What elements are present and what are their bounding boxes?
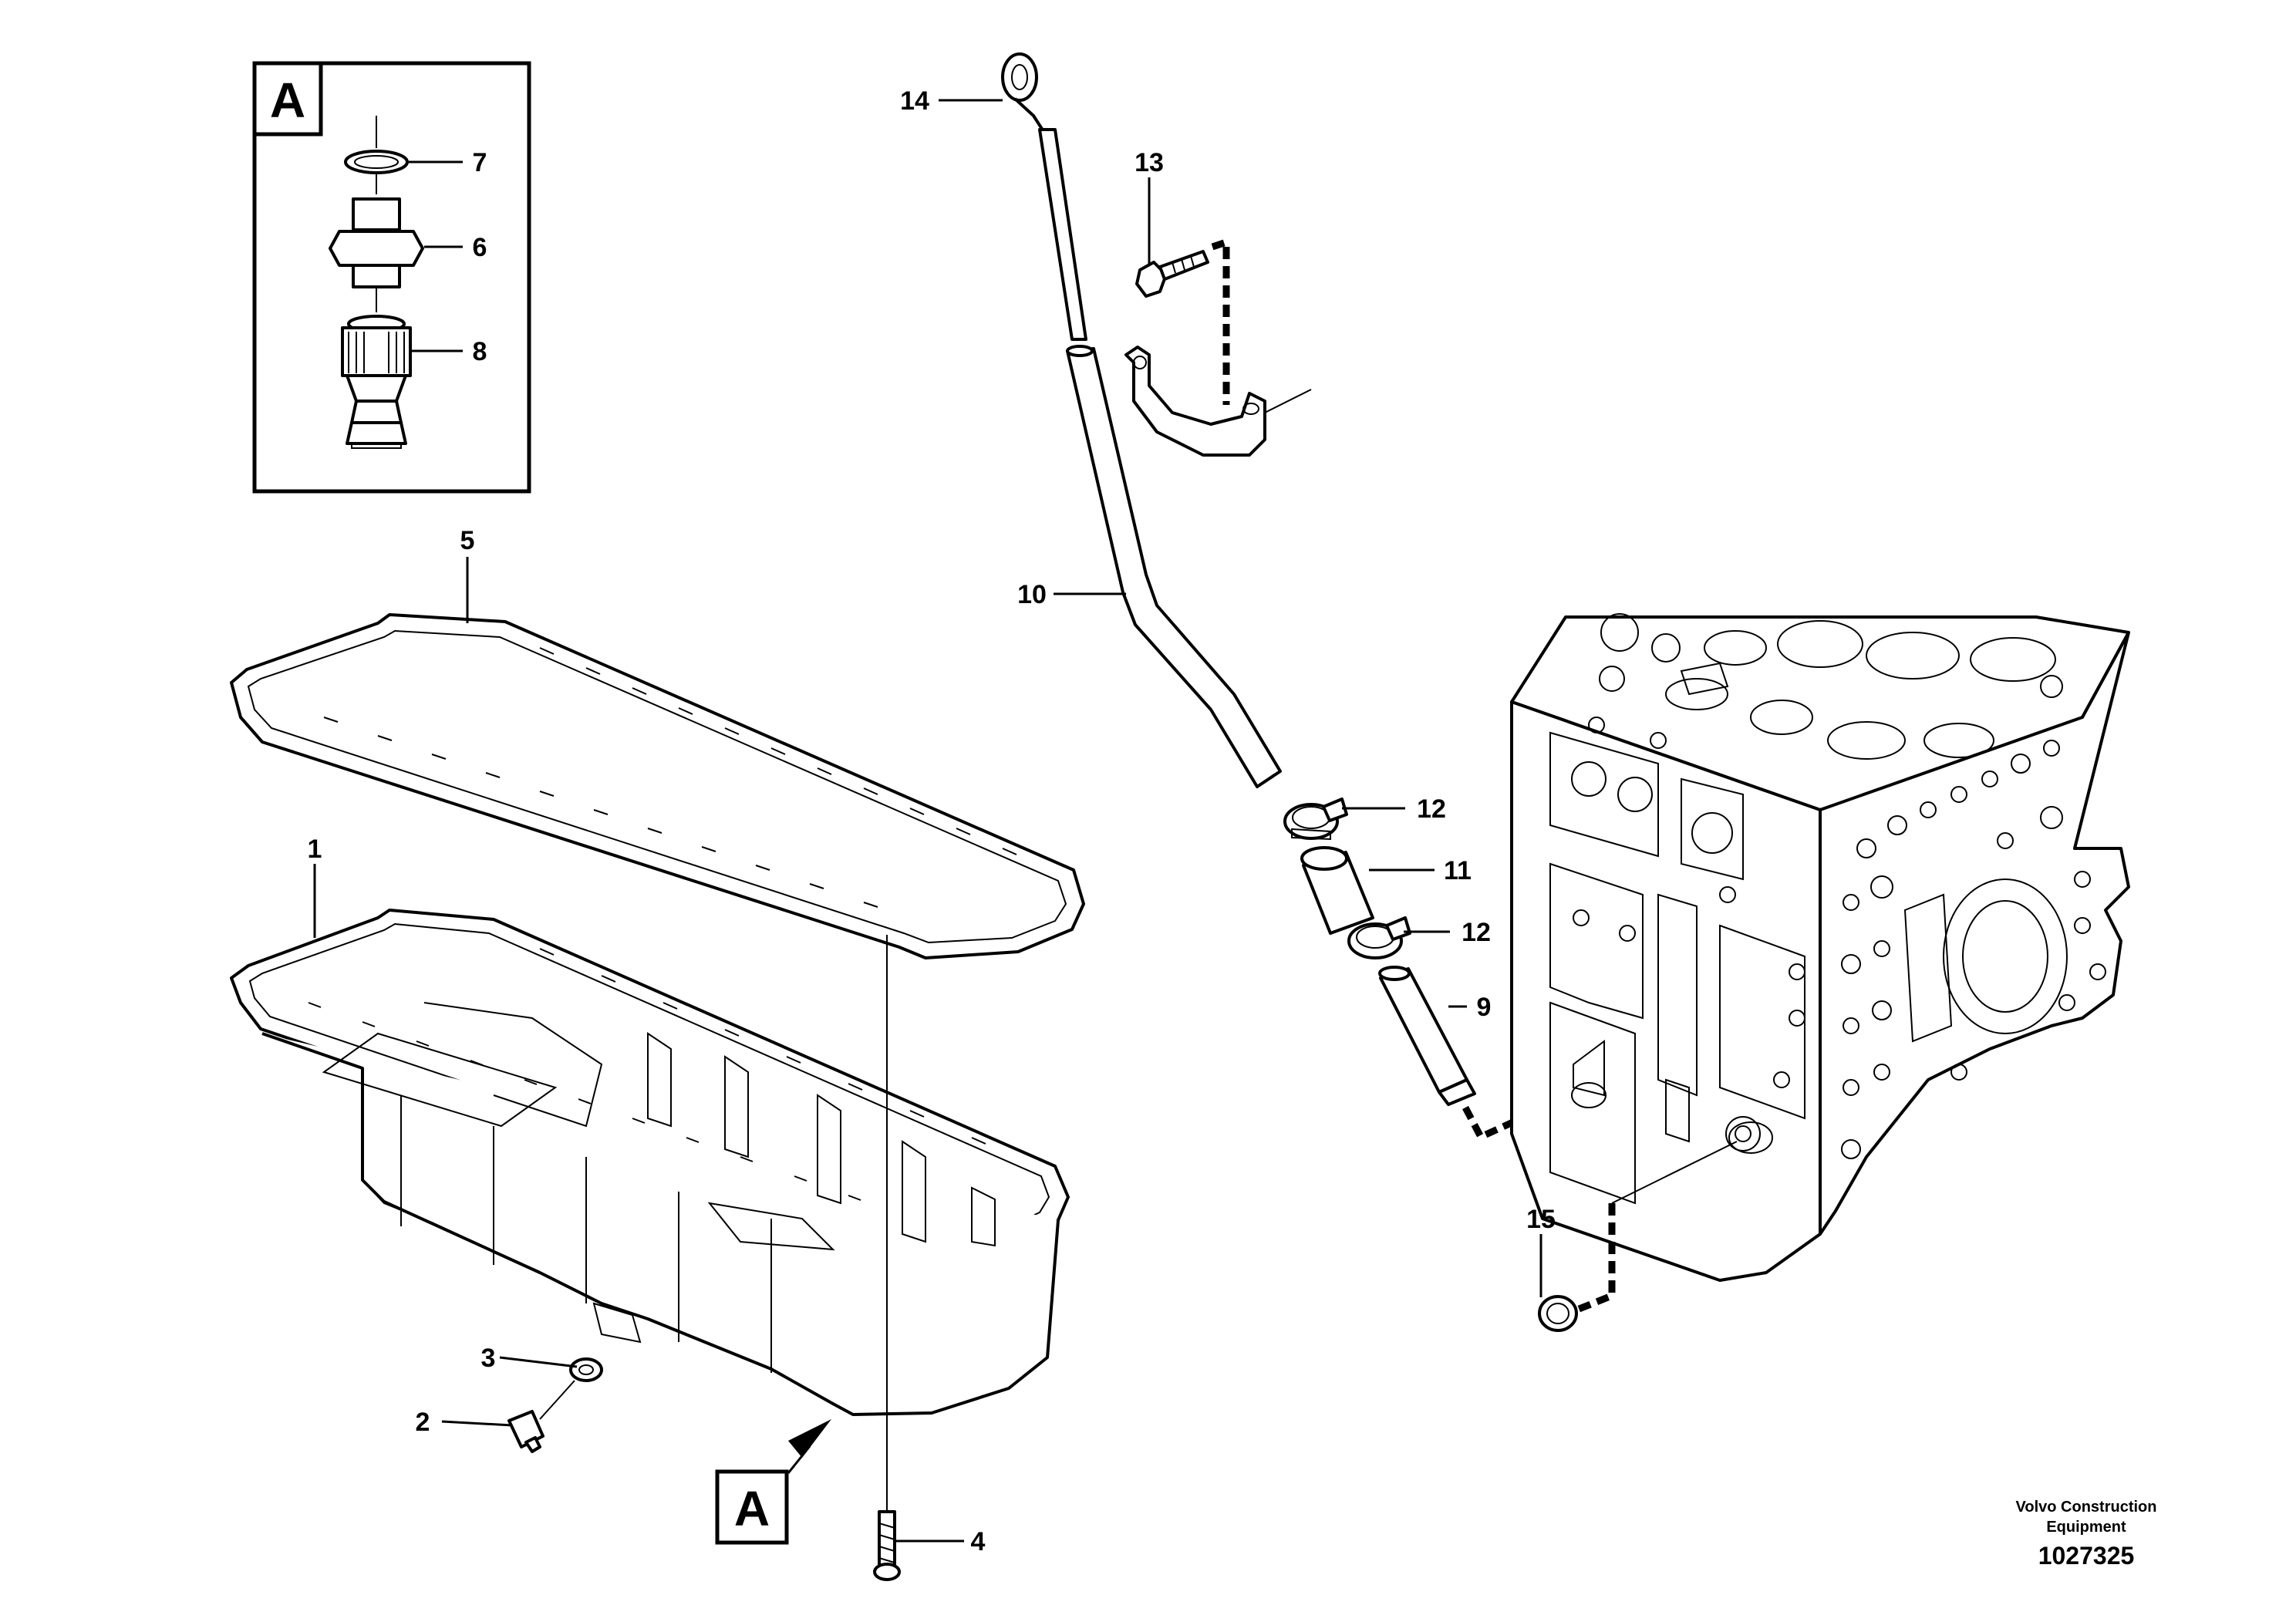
o-ring-part-7 xyxy=(344,150,409,174)
oil-pan-part-1 xyxy=(230,909,1070,1416)
callout-6: 6 xyxy=(473,233,487,262)
document-number: 1027325 xyxy=(2038,1542,2135,1570)
sealing-ring-part-15 xyxy=(1538,1295,1578,1332)
callout-14: 14 xyxy=(900,86,929,116)
callout-leaders xyxy=(313,99,1542,1543)
inset-label: A xyxy=(270,73,305,128)
oil-pan-gasket-part-5 xyxy=(230,613,1085,959)
callout-7: 7 xyxy=(473,148,487,177)
screw-part-4 xyxy=(873,1510,901,1581)
flange-bolt-part-13 xyxy=(1135,250,1209,298)
hose-clamp-part-12-upper xyxy=(1283,798,1348,841)
callout-12-lower: 12 xyxy=(1462,918,1491,947)
callout-2: 2 xyxy=(416,1408,430,1437)
callout-12-upper: 12 xyxy=(1417,794,1446,824)
credit-line-1: Volvo Construction xyxy=(2016,1499,2157,1516)
callout-3: 3 xyxy=(481,1344,496,1373)
callout-5: 5 xyxy=(460,526,475,555)
tube-part-9 xyxy=(1378,966,1476,1106)
dipstick-part-14 xyxy=(1001,52,1087,341)
sealing-washer-part-3 xyxy=(569,1357,603,1382)
callout-1: 1 xyxy=(308,835,322,864)
hose-clamp-part-12-lower xyxy=(1347,916,1411,959)
callout-9: 9 xyxy=(1477,993,1492,1022)
detail-inset-a: A xyxy=(252,61,531,494)
callout-10: 10 xyxy=(1017,580,1047,609)
callout-8: 8 xyxy=(473,337,487,366)
callout-11: 11 xyxy=(1444,856,1472,885)
dipstick-tube-part-10 xyxy=(1066,345,1282,788)
callout-4: 4 xyxy=(971,1527,986,1556)
detail-marker-a: A xyxy=(715,1419,831,1545)
marker-label: A xyxy=(734,1481,770,1536)
callout-13: 13 xyxy=(1135,148,1164,177)
adapter-nipple-part-6 xyxy=(329,197,424,288)
tube-bracket xyxy=(1124,346,1312,457)
engine-block xyxy=(1510,613,2130,1282)
drain-plug-part-2 xyxy=(507,1410,544,1453)
hose-part-11 xyxy=(1300,846,1374,935)
credit-line-2: Equipment xyxy=(2046,1519,2126,1536)
callout-15: 15 xyxy=(1526,1205,1556,1234)
hose-connector-part-8 xyxy=(341,315,412,449)
